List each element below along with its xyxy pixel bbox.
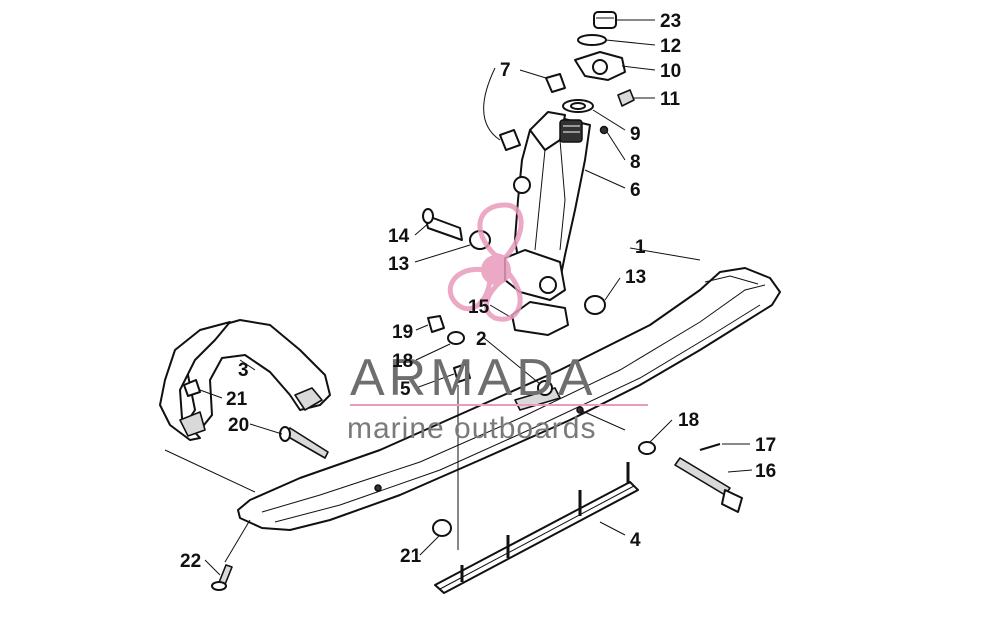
callout-labels: 23 12 10 11 7 9 8 6 14 13 1 13 15 19 2 1… (180, 11, 776, 572)
propeller-blade-top (477, 202, 524, 261)
bushing-7-upper (545, 73, 566, 93)
callout-21-rear: 21 (400, 546, 422, 567)
callout-4: 4 (630, 530, 641, 551)
callout-18-upper: 18 (392, 351, 413, 372)
steering-arm-clamp-10 (574, 51, 626, 81)
callout-18-lower: 18 (678, 410, 699, 431)
callout-15: 15 (468, 297, 490, 318)
nut-5 (453, 363, 471, 383)
washer-18-upper (447, 331, 465, 345)
propeller-hub (481, 255, 511, 285)
callout-10: 10 (660, 61, 681, 82)
wear-bar-studs (460, 462, 630, 582)
callout-1: 1 (635, 237, 646, 258)
callout-6: 6 (630, 180, 641, 201)
grease-fitting-8 (599, 125, 609, 135)
clamp-bolt-11 (617, 89, 635, 107)
spindle-cap-23 (593, 11, 617, 29)
callout-17: 17 (755, 435, 776, 456)
ski-damper-15 (511, 301, 569, 336)
callout-3: 3 (238, 360, 249, 381)
oring-12 (577, 34, 607, 46)
callout-16: 16 (755, 461, 776, 482)
watermark-logo (447, 202, 524, 322)
bolt-2-assembly (537, 380, 553, 396)
callout-21-front: 21 (226, 389, 248, 410)
callout-12: 12 (660, 36, 681, 57)
spindle-bolt-16 (674, 457, 743, 513)
callout-7: 7 (500, 60, 511, 81)
bushing-7-lower (499, 129, 521, 151)
nut-21-rear (432, 519, 452, 537)
callout-8: 8 (630, 152, 641, 173)
cotter-pin-17 (699, 443, 721, 451)
nut-21-front (183, 379, 201, 397)
ski-spindle (504, 111, 591, 301)
watermark-title: ARMADA (350, 349, 596, 407)
nut-19 (427, 315, 445, 333)
wear-bar (434, 462, 639, 594)
screw-22 (211, 564, 233, 591)
callout-23: 23 (660, 11, 681, 32)
leader-lines (164, 19, 753, 576)
callout-22: 22 (180, 551, 201, 572)
propeller-blade-left (447, 266, 493, 312)
watermark-subtitle: marine outboards (347, 412, 596, 445)
spacer-14 (422, 208, 463, 241)
washer-18-lower (638, 441, 656, 455)
handle-screw-20 (279, 426, 329, 459)
callout-13-left: 13 (388, 254, 409, 275)
callout-9: 9 (630, 124, 641, 145)
callout-13-right: 13 (625, 267, 646, 288)
callout-5: 5 (400, 379, 411, 400)
ski-loop-handle (159, 319, 331, 441)
callout-2: 2 (476, 329, 487, 350)
callout-19: 19 (392, 322, 413, 343)
watermark-text: ARMADA marine outboards (347, 349, 648, 445)
bushing-13-right (584, 295, 606, 315)
callout-11: 11 (660, 89, 681, 110)
callout-20: 20 (228, 415, 249, 436)
callout-14: 14 (388, 226, 410, 247)
propeller-blade-right (483, 271, 523, 322)
washer-9 (562, 99, 594, 113)
